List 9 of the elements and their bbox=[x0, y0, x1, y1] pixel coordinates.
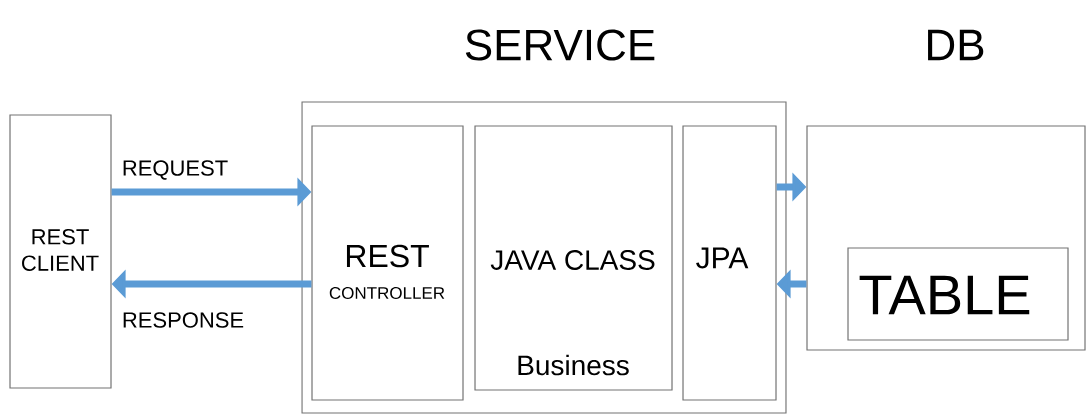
table-box: TABLE bbox=[847, 247, 1069, 341]
component-box: JAVA CLASS Business bbox=[474, 125, 673, 391]
edge-label: RESPONSE bbox=[119, 310, 247, 330]
node-label: DB bbox=[928, 29, 984, 61]
component-box: REST CONTROLLER bbox=[311, 125, 464, 401]
edge-label: REQUEST bbox=[119, 158, 231, 182]
component-box: JPA bbox=[682, 125, 777, 401]
node-label: SERVICE bbox=[465, 29, 655, 61]
client-box: REST CLIENT bbox=[9, 114, 112, 389]
